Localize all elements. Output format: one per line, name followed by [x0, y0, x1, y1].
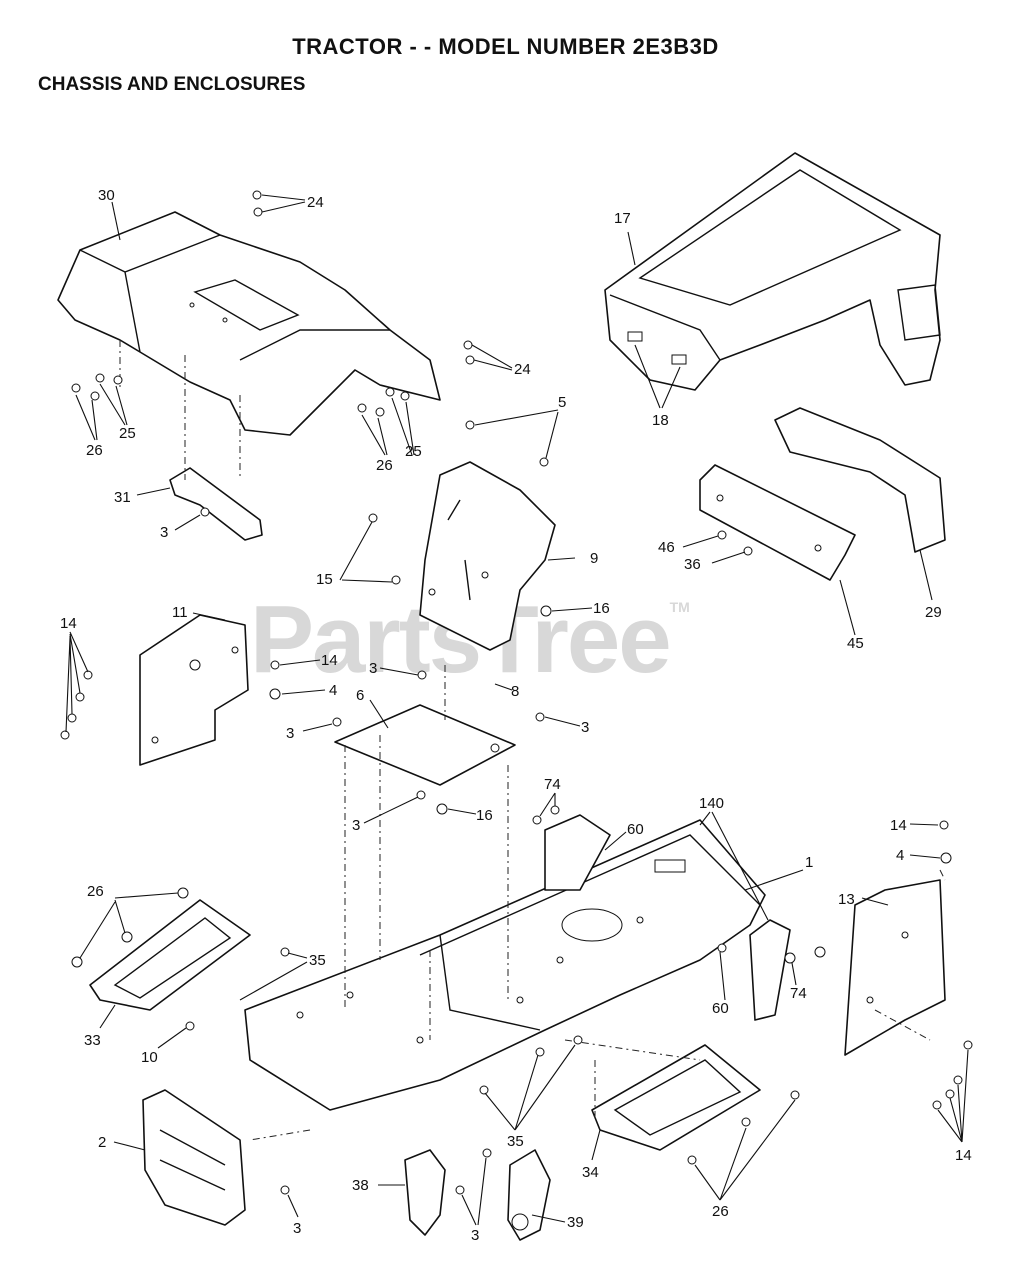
callout-1: 1: [805, 854, 813, 871]
callout-6: 6: [356, 687, 364, 704]
callout-34: 34: [582, 1164, 599, 1181]
callout-17: 17: [614, 210, 631, 227]
callout-25-b: 25: [405, 443, 422, 460]
callout-35: 35: [309, 952, 326, 969]
callout-45: 45: [847, 635, 864, 652]
part-left-side-plate: [139, 614, 249, 766]
callout-39: 39: [567, 1214, 584, 1231]
callout-14-b: 14: [321, 652, 338, 669]
callout-24-b: 24: [514, 361, 531, 378]
callout-14-d: 14: [955, 1147, 972, 1164]
callout-10: 10: [141, 1049, 158, 1066]
callout-14-c: 14: [890, 817, 907, 834]
callout-3-g: 3: [471, 1227, 479, 1244]
callout-26-b: 26: [376, 457, 393, 474]
callout-26: 26: [86, 442, 103, 459]
callout-3-e: 3: [352, 817, 360, 834]
callout-33: 33: [84, 1032, 101, 1049]
callout-36: 36: [684, 556, 701, 573]
callout-13: 13: [838, 891, 855, 908]
part-main-frame: [244, 819, 766, 1111]
callout-31: 31: [114, 489, 131, 506]
leader-lines: [65, 194, 969, 1226]
part-bracket-140b: [749, 919, 791, 1021]
callout-60-b: 60: [712, 1000, 729, 1017]
part-fender: [604, 152, 941, 391]
callout-24: 24: [307, 194, 324, 211]
callout-26-d: 26: [712, 1203, 729, 1220]
part-right-side-plate: [844, 879, 946, 1056]
section-title: CHASSIS AND ENCLOSURES: [38, 74, 306, 95]
callout-5: 5: [558, 394, 566, 411]
part-hood-console: [57, 211, 441, 436]
callout-2: 2: [98, 1134, 106, 1151]
callout-11: 11: [172, 604, 188, 621]
callout-4-b: 4: [896, 847, 904, 864]
callout-3: 3: [160, 524, 168, 541]
callout-15: 15: [316, 571, 333, 588]
page-title: TRACTOR - - MODEL NUMBER 2E3B3D: [292, 34, 719, 59]
part-dash-bracket: [419, 461, 556, 651]
callout-18: 18: [652, 412, 669, 429]
callout-14: 14: [60, 615, 77, 632]
callout-9: 9: [590, 550, 598, 567]
part-left-footrest: [89, 899, 251, 1011]
part-right-footrest: [591, 1044, 761, 1151]
callout-35-b: 35: [507, 1133, 524, 1150]
callout-3-f: 3: [293, 1220, 301, 1237]
callout-46: 46: [658, 539, 675, 556]
part-floor-plate: [334, 704, 516, 786]
hardware: [60, 190, 973, 1195]
callouts: 30 24 24 26 25 26 25 31 3 17 18 5 9 15 1…: [60, 187, 972, 1244]
callout-3-d: 3: [581, 719, 589, 736]
callout-38: 38: [352, 1177, 369, 1194]
part-rear-panel: [699, 407, 946, 581]
callout-25: 25: [119, 425, 136, 442]
callout-3-b: 3: [369, 660, 377, 677]
part-bracket-31: [169, 467, 263, 541]
part-bracket-38: [404, 1149, 446, 1236]
callout-16-b: 16: [476, 807, 493, 824]
callout-74: 74: [544, 776, 561, 793]
callout-8: 8: [511, 683, 519, 700]
callout-4: 4: [329, 682, 337, 699]
callout-140: 140: [699, 795, 724, 812]
part-front-plate: [142, 1089, 246, 1226]
callout-16: 16: [593, 600, 610, 617]
callout-60: 60: [627, 821, 644, 838]
assembly-lines: [119, 340, 946, 1141]
callout-29: 29: [925, 604, 942, 621]
callout-74-b: 74: [790, 985, 807, 1002]
callout-3-c: 3: [286, 725, 294, 742]
callout-26-c: 26: [87, 883, 104, 900]
callout-30: 30: [98, 187, 115, 204]
part-bracket-140: [544, 814, 611, 891]
